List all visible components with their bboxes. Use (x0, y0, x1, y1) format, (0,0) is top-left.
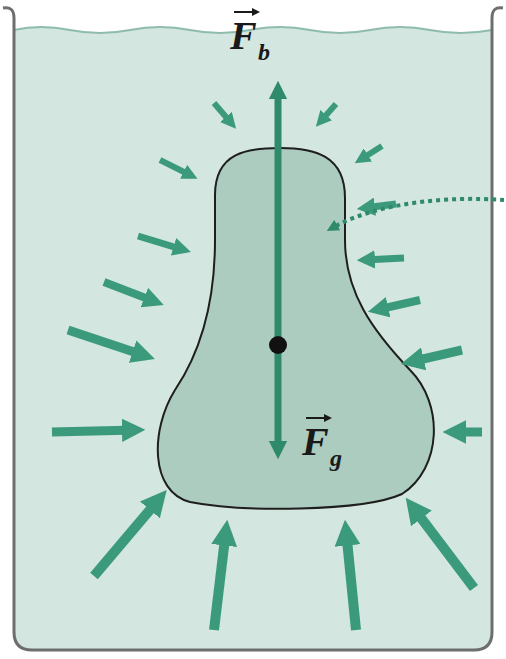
force-subscript: b (258, 40, 270, 64)
pressure-arrow (214, 530, 226, 630)
gravity-force-vector (275, 345, 282, 452)
pressure-arrow (346, 530, 356, 630)
pressure-arrow (410, 350, 462, 362)
pressure-arrow (138, 236, 184, 250)
pressure-arrow (320, 104, 336, 122)
force-subscript: g (330, 446, 342, 470)
force-symbol: F (230, 16, 257, 56)
submerged-object (158, 148, 434, 509)
pressure-arrow (52, 430, 136, 432)
center-point (269, 336, 287, 354)
pressure-arrow (360, 146, 382, 160)
buoyant-force-vector (275, 88, 282, 345)
pressure-arrow (364, 258, 404, 260)
pressure-arrow (68, 330, 146, 356)
pressure-arrow (376, 300, 420, 310)
pressure-arrow (214, 103, 232, 124)
pressure-arrow (452, 428, 482, 437)
pressure-arrow (104, 282, 156, 302)
pressure-arrow (94, 498, 160, 576)
pressure-arrow (160, 160, 192, 176)
fluid (14, 27, 492, 650)
pressure-arrows (52, 103, 482, 630)
pressure-arrow (412, 506, 474, 588)
vector-arrow (306, 417, 328, 419)
vector-arrow (234, 11, 256, 13)
force-symbol: F (302, 422, 329, 462)
beaker (3, 8, 503, 650)
dotted-pointer (332, 199, 504, 228)
